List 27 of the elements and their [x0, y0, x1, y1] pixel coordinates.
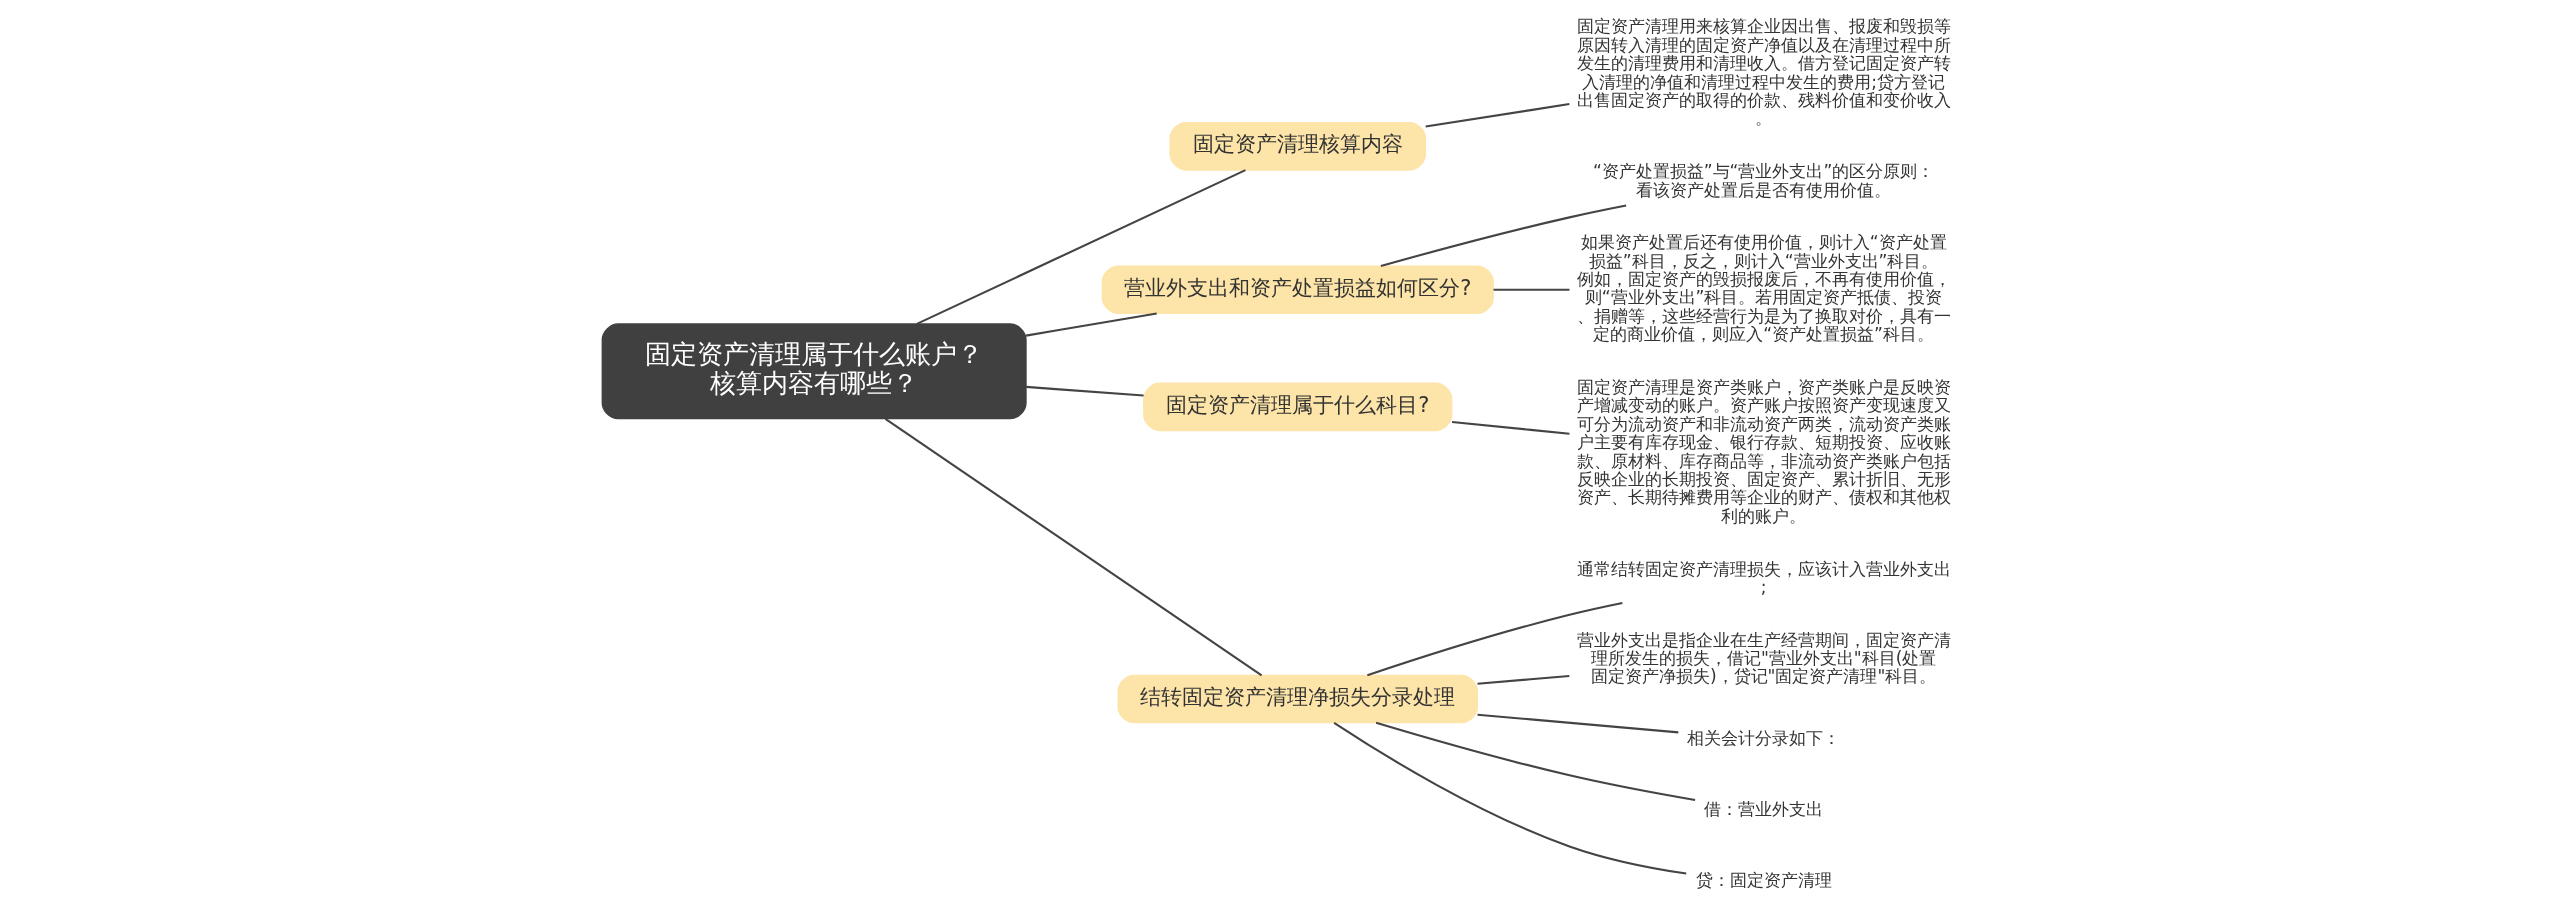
- connector: [1375, 721, 1696, 802]
- node-box: 固定资产清理属于什么科目?: [1143, 382, 1453, 432]
- connector: [1333, 722, 1687, 875]
- node-text: 贷：固定资产清理: [1695, 870, 1832, 891]
- node-text: 固定资产清理是资产类账户，资产类账户是反映资产增减变动的账户。资产账户按照资产变现速度又可分为流动资产和非流动资产两类，流动资产类账户主要有库存现金、银行存款、短期投资、应收账款、原材料、库存商品等，非流动资产类账户包括反映企业的长期投资、固定资产、累计折旧、无形资产、长期待摊费用等企业的财产、债权和其他权利的账户。: [1576, 376, 1951, 526]
- connector: [916, 169, 1246, 325]
- node-box: 固定资产清理核算内容: [1169, 121, 1427, 171]
- node-box: 固定资产清理属于什么账户？核算内容有哪些？: [601, 323, 1027, 420]
- node-text: 如果资产处置后还有使用价值，则计入“资产处置损益”科目，反之，则计入“营业外支出”科目。例如，固定资产的毁损报废后，不再有使用价值，则“营业外支出”科目。若用固定资产抵债、投资、捐赠等，这些经营行为是为了换取对价，具有一定的商业价值，则应入“资产处置损益”科目。: [1576, 232, 1951, 345]
- node-box: 营业外支出和资产处置损益如何区分?: [1101, 265, 1494, 315]
- connector: [1425, 103, 1570, 128]
- node-text: 固定资产清理用来核算企业因出售、报废和毁损等原因转入清理的固定资产净值以及在清理过程中所发生的清理费用和清理收入。借方登记固定资产转入清理的净值和清理过程中发生的费用;贷方登记出售固定资产的取得的价款、残料价值和变价收入。: [1576, 16, 1951, 129]
- node-text: 相关会计分录如下：: [1687, 728, 1841, 749]
- connector: [1026, 385, 1144, 397]
- connector: [1493, 288, 1570, 291]
- connector: [1477, 713, 1679, 734]
- node-text: 借：营业外支出: [1704, 799, 1824, 820]
- node-text: “资产处置损益”与“营业外支出”的区分原则：看该资产处置后是否有使用价值。: [1592, 161, 1935, 200]
- connector: [1367, 601, 1623, 677]
- connector: [1451, 421, 1570, 435]
- connector: [1025, 312, 1157, 337]
- node-text: 通常结转固定资产清理损失，应该计入营业外支出;: [1576, 558, 1951, 597]
- node-text: 营业外支出是指企业在生产经营期间，固定资产清理所发生的损失，借记"营业外支出"科目(处置固定资产净损失)，贷记"固定资产清理"科目。: [1576, 629, 1951, 687]
- node-box: 结转固定资产清理净损失分录处理: [1117, 674, 1479, 724]
- connector: [884, 418, 1263, 677]
- connector: [1477, 674, 1570, 685]
- connector: [1380, 204, 1627, 268]
